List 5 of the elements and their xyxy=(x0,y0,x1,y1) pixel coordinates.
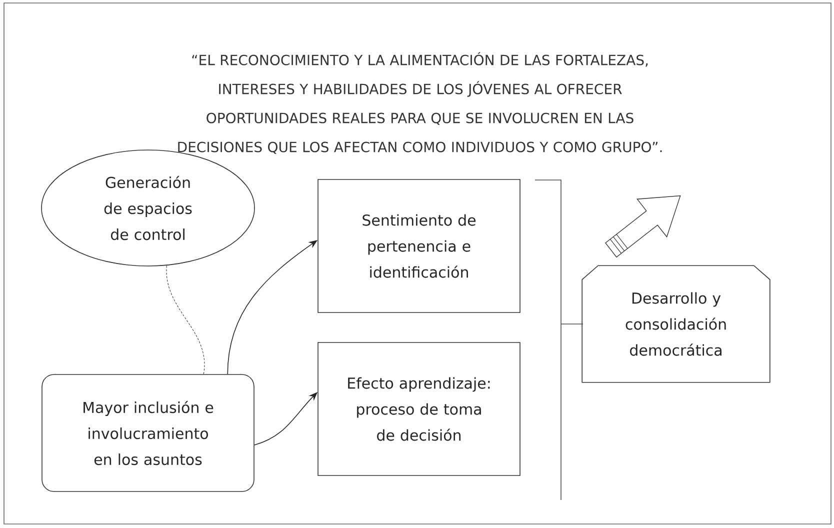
rounded-box: Mayor inclusión e involucramiento en los asuntos xyxy=(42,374,254,492)
text-box: Sentimiento de pertenencia e identificación xyxy=(318,179,520,313)
result-box: Desarrollo y consolidación democrática xyxy=(582,265,770,383)
text-box: Efecto aprendizaje: proceso de toma de decisión xyxy=(318,342,520,476)
dashed-line xyxy=(166,265,205,374)
